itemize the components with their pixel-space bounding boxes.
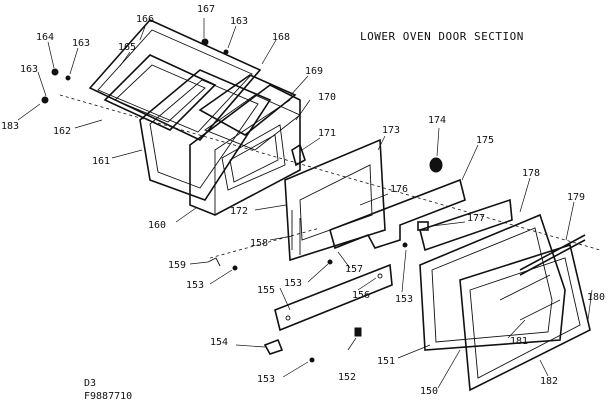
leader-lines [17,18,593,389]
label-180: 180 [587,292,605,303]
footer-line-1: D3 [84,378,96,389]
label-159: 159 [168,260,186,271]
label-183: 183 [1,121,19,132]
label-152: 152 [338,372,356,383]
label-156: 156 [352,290,370,301]
label-178: 178 [522,168,540,179]
label-182: 182 [540,376,558,387]
assembly-axis-line [59,94,601,251]
part-178-outer-frame [419,213,566,351]
label-175: 175 [476,135,494,146]
label-155: 155 [257,285,275,296]
part-176-bracket [329,178,466,250]
part-161-liner-frame [139,69,272,201]
label-162: 162 [53,126,71,137]
part-166-gasket-frame [88,19,262,141]
label-174: 174 [428,115,446,126]
part-173-inner-panel [284,138,386,262]
assembly-axis-line-lower [209,227,321,259]
part-165-window-panel [103,54,217,131]
label-153-c: 153 [395,294,413,305]
label-157: 157 [345,264,363,275]
label-163-left: 163 [20,64,38,75]
label-171: 171 [318,128,336,139]
part-155-bottom-panel [274,263,393,332]
label-153-b: 153 [284,278,302,289]
part-174-bumper [429,157,443,173]
label-153-a: 153 [186,280,204,291]
hardware-screws [41,38,408,363]
part-169-glass-pack [198,74,301,151]
label-150: 150 [420,386,438,397]
label-170: 170 [318,92,336,103]
label-151: 151 [377,356,395,367]
footer-line-2: F9887710 [84,391,132,402]
label-177: 177 [467,213,485,224]
label-154: 154 [210,337,228,348]
label-173: 173 [382,125,400,136]
label-164: 164 [36,32,54,43]
label-161: 161 [92,156,110,167]
label-179: 179 [567,192,585,203]
part-177-spacer [417,221,429,231]
diagram-title: LOWER OVEN DOOR SECTION [360,30,524,43]
part-175-baffle [419,198,513,252]
label-166: 166 [136,14,154,25]
label-172: 172 [230,206,248,217]
label-158: 158 [250,238,268,249]
label-181: 181 [510,336,528,347]
label-160: 160 [148,220,166,231]
label-153-d: 153 [257,374,275,385]
label-163-top: 163 [230,16,248,27]
part-labels: 166 167 163 164 163 165 163 183 162 161 … [1,4,605,397]
label-163-upper: 163 [72,38,90,49]
part-179-handle [519,234,586,276]
label-176: 176 [390,184,408,195]
label-168: 168 [272,32,290,43]
label-169: 169 [305,66,323,77]
part-160-inner-door [189,84,301,216]
label-165: 165 [118,42,136,53]
label-167: 167 [197,4,215,15]
part-171-hinge [291,143,306,167]
